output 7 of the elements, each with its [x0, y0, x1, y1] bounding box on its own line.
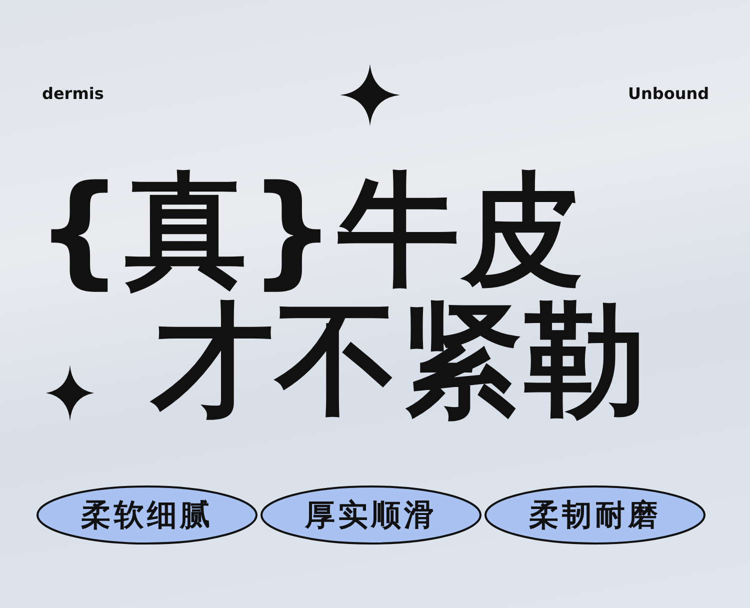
headline-text: {真}牛皮 [36, 165, 586, 295]
ellipse-badge: 柔软细腻 [36, 485, 258, 545]
corner-text: Unbound [628, 84, 710, 103]
corner-text: dermis [42, 84, 104, 103]
ellipse-badge: 厚实顺滑 [260, 485, 482, 545]
headline-text: 才不紧勒 [152, 295, 648, 425]
ellipse-badge: 柔韧耐磨 [484, 485, 706, 545]
